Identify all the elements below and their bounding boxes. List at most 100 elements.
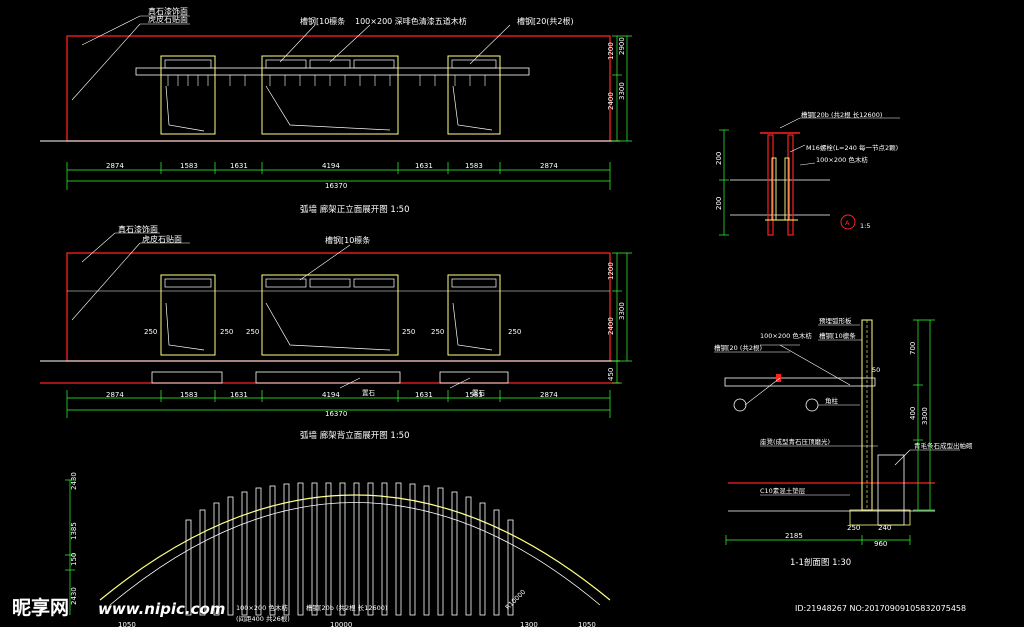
back-label-stone-2: 置石 [472, 389, 486, 397]
back-leaders [71, 232, 471, 389]
section-label-concrete: C10素混土垫层 [760, 486, 806, 495]
back-dim-5: 1631 [415, 391, 433, 399]
svg-text:250: 250 [220, 328, 233, 336]
front-beam [135, 67, 530, 76]
back-dim-right-4: 450 [607, 368, 615, 381]
back-wall-outline [66, 252, 611, 362]
watermark-id: ID:21948267 NO:20170909105832075458 [795, 604, 966, 613]
plan-radius: R10000 [504, 588, 527, 611]
back-dim-2: 1583 [180, 391, 198, 399]
front-dim-1: 2874 [106, 162, 124, 170]
plan-slats [185, 482, 514, 616]
front-openings [160, 55, 501, 135]
plan-dim-bottom-2: 10000 [330, 621, 352, 627]
back-dim-1: 2874 [106, 391, 124, 399]
front-dim-right-4: 2900 [618, 37, 626, 55]
plan-dim-left-top: 2430 [70, 472, 78, 490]
section-label-stone-wall: 青毛条石成型出帕砌 [914, 441, 973, 450]
section-label-timber: 100×200 色木枋 [760, 331, 812, 340]
section-label-channel: 槽钢[20 (共2根) [714, 343, 762, 352]
front-opening-center [261, 55, 399, 135]
section-dim-bottom-2: 960 [874, 540, 887, 548]
back-dim-4: 4194 [322, 391, 340, 399]
detail-a-dim-2: 200 [715, 197, 723, 210]
front-dim-4: 4194 [322, 162, 340, 170]
section-label-bench: 座凳(成型青石压顶磨光) [760, 437, 830, 446]
front-label-channel: 槽钢[20(共2根) [517, 16, 574, 26]
watermark-logo: 昵享网 [12, 596, 69, 619]
back-elevation: 真石漆饰面 虎皮石贴面 槽钢[10檩条 置石 置石 250 250 250 25… [40, 224, 632, 441]
front-dim-lines [66, 162, 611, 190]
detail-a-label-timber: 100×200 色木枋 [816, 155, 868, 164]
back-dim-3: 1631 [230, 391, 248, 399]
front-dim-7: 2874 [540, 162, 558, 170]
front-label-rock-facing: 虎皮石贴面 [148, 14, 188, 24]
back-label-purlin: 槽钢[10檩条 [325, 235, 370, 245]
front-elevation: 真石漆饰面 虎皮石贴面 槽钢[10檩条 100×200 深啡色清漆五道木枋 槽钢… [40, 6, 632, 215]
section-label-purlin: 槽钢[10檩条 [819, 331, 856, 340]
section-dim-right-1: 700 [909, 342, 917, 355]
plan-label-spacing: (间距400 共26根) [236, 614, 290, 623]
plan-dim-bottom-4: 1050 [578, 621, 596, 627]
back-dim-right-1: 1200 [607, 262, 615, 280]
back-label-rock-facing: 虎皮石贴面 [142, 234, 182, 244]
section-label-50: 50 [872, 366, 880, 374]
detail-a-marker: A [845, 219, 850, 227]
plan-dim-bottom-1: 1050 [118, 621, 136, 627]
watermark-url: www.nipic.com [98, 600, 225, 618]
front-wall-outline [66, 35, 611, 142]
front-purlins [167, 75, 486, 86]
section-dim-right-3: 3300 [921, 407, 929, 425]
back-dim-right-2: 2400 [607, 317, 615, 335]
front-leaders [71, 15, 511, 101]
front-dim-right-2: 2400 [607, 92, 615, 110]
front-dim-3: 1631 [230, 162, 248, 170]
svg-text:250: 250 [246, 328, 259, 336]
svg-text:250: 250 [508, 328, 521, 336]
detail-a-label-bolt: M16螺栓(L=240 每一节点2颗) [806, 143, 898, 152]
front-dim-right-3: 3300 [618, 82, 626, 100]
section-label-column: 角柱 [825, 396, 839, 405]
back-dim-right [612, 252, 632, 384]
detail-a: 200 200 槽钢[20b (共2根 长12600) M16螺栓(L=240 … [715, 110, 900, 236]
section-1-1: 预埋弧形板 100×200 色木枋 槽钢[10檩条 槽钢[20 (共2根) 50… [714, 316, 973, 568]
plan-label-timber: 100×200 色木枋 [236, 603, 288, 612]
plan-label-channel: 槽钢[20b (共2根 长12600) [306, 603, 387, 612]
front-label-stone-paint: 真石漆饰面 [148, 6, 188, 16]
svg-text:250: 250 [144, 328, 157, 336]
plan-dim-left [65, 479, 75, 615]
detail-a-scale: 1:5 [860, 222, 870, 230]
front-view-title: 弧墙 廊架正立面展开图 1:50 [300, 204, 410, 215]
plan-dim-left-1: 1385 [70, 522, 78, 540]
svg-text:250: 250 [431, 328, 444, 336]
front-dim-5: 1631 [415, 162, 433, 170]
front-opening-left [160, 55, 216, 135]
front-dim-6: 1583 [465, 162, 483, 170]
back-dim-total: 16370 [325, 410, 347, 418]
section-dim-right-2: 400 [909, 407, 917, 420]
detail-a-dim-1: 200 [715, 152, 723, 165]
plan-dim-bottom-3: 1300 [520, 621, 538, 627]
plan-dim-left-3: 2430 [70, 587, 78, 605]
detail-a-marker-circle [840, 214, 856, 230]
back-250-labels: 250 250 250 250 250 250 [144, 328, 521, 336]
front-label-timber: 100×200 深啡色清漆五道木枋 [355, 16, 467, 26]
back-dim-lines [66, 390, 611, 418]
front-dim-right [612, 35, 632, 142]
front-opening-right [447, 55, 501, 135]
back-label-stone-1: 置石 [362, 389, 376, 397]
back-label-stone-paint: 真石漆饰面 [118, 224, 158, 234]
section-label-embed: 预埋弧形板 [819, 316, 852, 325]
front-label-purlin: 槽钢[10檩条 [300, 16, 345, 26]
back-dim-6: 1583 [465, 391, 483, 399]
watermark: 昵享网 www.nipic.com ID:21948267 NO:2017090… [12, 596, 966, 619]
back-dim-7: 2874 [540, 391, 558, 399]
back-dim-right-3: 3300 [618, 302, 626, 320]
section-dim-bottom-1: 2185 [785, 532, 803, 540]
section-title: 1-1剖面图 1:30 [790, 557, 851, 568]
back-view-title: 弧墙 廊架背立面展开图 1:50 [300, 430, 410, 441]
back-stones [151, 371, 509, 384]
detail-a-label-channel: 槽钢[20b (共2根 长12600) [801, 110, 882, 119]
section-dim-small-1: 250 [847, 524, 860, 532]
